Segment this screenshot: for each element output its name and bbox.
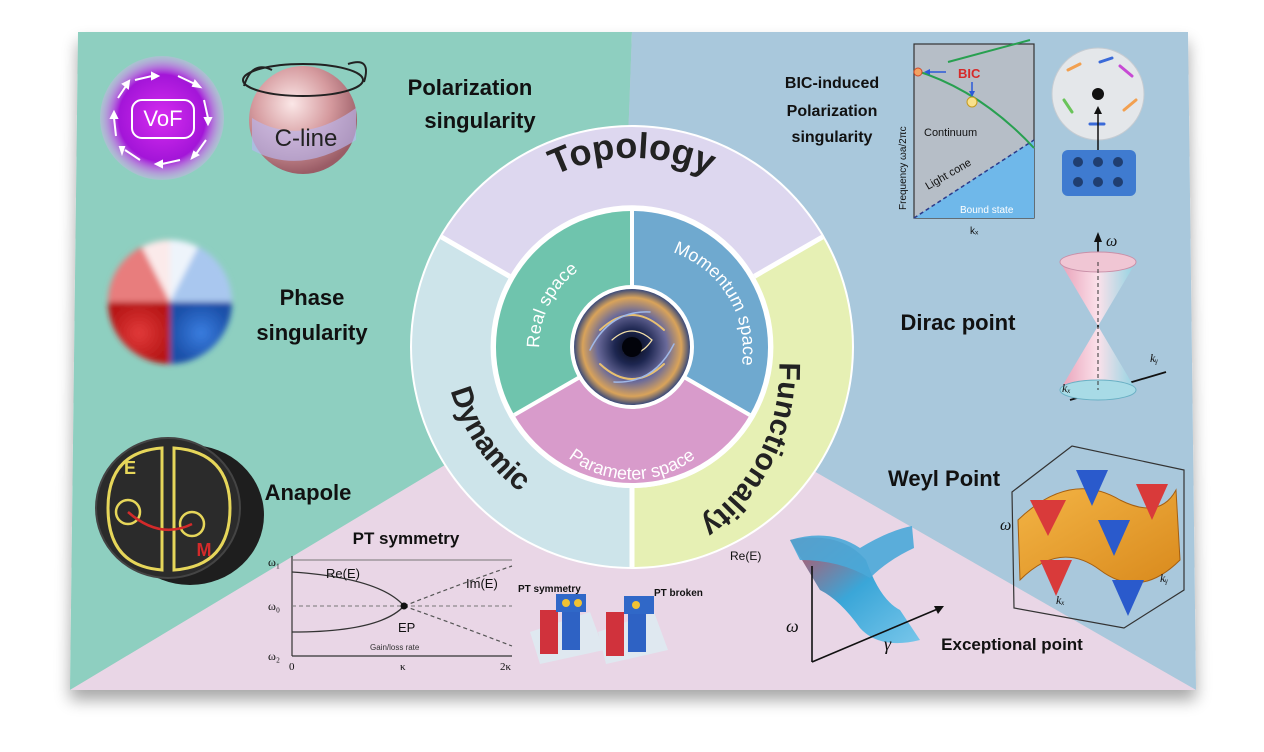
band-curve xyxy=(913,69,1035,149)
weyl-cone-blue xyxy=(1098,520,1130,556)
anapole-cylinder xyxy=(95,437,264,585)
bic-point xyxy=(913,67,923,77)
vortex-swirl xyxy=(589,311,675,383)
anapole-loop-right xyxy=(172,446,232,572)
polarization-ellipses xyxy=(1062,56,1138,126)
pt-waveguides xyxy=(530,594,668,664)
weyl-cone-red xyxy=(1040,560,1072,596)
bic-point xyxy=(966,96,978,108)
anapole-ring-left xyxy=(114,498,142,526)
pt-loss-guide xyxy=(562,606,580,650)
anapole-loop-left xyxy=(106,446,164,572)
ring-divider xyxy=(440,234,511,279)
slab-holes xyxy=(1073,157,1123,187)
sphere-band xyxy=(252,108,356,161)
center-wheel xyxy=(410,125,854,569)
pt-gain-guide xyxy=(540,610,558,654)
sphere-orbit-loop xyxy=(243,66,273,87)
weyl-box xyxy=(1011,445,1185,629)
ep-gamma-axis xyxy=(811,607,941,663)
band-curve-upper xyxy=(947,39,1031,63)
vof-label-box xyxy=(131,99,195,139)
exceptional-surface xyxy=(790,526,944,663)
weyl-cone-blue xyxy=(1112,580,1144,616)
phase-singularity-disk xyxy=(108,240,232,364)
weyl-cone-blue xyxy=(1076,470,1108,506)
pt-im-upper xyxy=(403,565,513,607)
singularity-point xyxy=(1092,88,1104,100)
ep-surface-upper xyxy=(790,526,914,578)
functionality-ring-segment xyxy=(632,237,852,567)
weyl-cone-red xyxy=(1030,500,1066,536)
pt-im-lower xyxy=(403,605,513,647)
ring-divider xyxy=(753,234,824,279)
anapole-toroidal-path xyxy=(127,511,193,532)
weyl-illustration xyxy=(1011,445,1185,629)
topology-ring-segment xyxy=(441,127,823,277)
pt-mode-profile xyxy=(556,594,586,612)
light-line xyxy=(913,139,1035,219)
pt-gain-guide xyxy=(606,612,624,656)
anapole-ring-right xyxy=(178,510,206,538)
dynamic-ring-segment xyxy=(412,237,632,567)
vof-arrows xyxy=(109,71,213,169)
dirac-cone xyxy=(1059,232,1167,401)
pt-exceptional-point xyxy=(400,602,408,610)
dirac-lower-cone xyxy=(1060,326,1136,390)
pt-symmetry-plot xyxy=(291,556,513,657)
sphere-orbit xyxy=(242,63,364,97)
sphere-orbit-loop xyxy=(347,61,367,83)
bic-band-plot xyxy=(913,39,1035,219)
ep-surface-lower xyxy=(790,537,920,644)
weyl-cone-red xyxy=(1136,484,1168,520)
photonic-slab xyxy=(1062,150,1136,196)
c-line-sphere xyxy=(242,61,367,174)
photonic-crystal-illustration xyxy=(1051,47,1145,196)
pt-loss-guide xyxy=(628,608,646,652)
cylinder-face xyxy=(95,437,241,579)
vof-illustration xyxy=(100,56,224,180)
pt-re-lower xyxy=(291,605,405,633)
pt-re-upper xyxy=(291,571,405,607)
